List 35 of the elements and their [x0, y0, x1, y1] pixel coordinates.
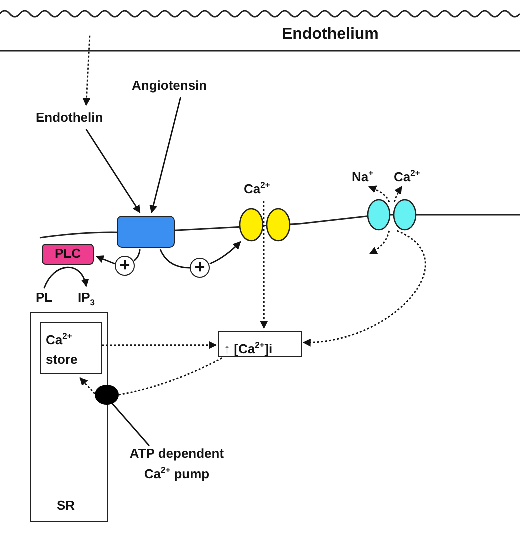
arrow [44, 266, 89, 289]
arrow [150, 97, 182, 214]
connector-line [118, 358, 223, 396]
dotted-arrow [368, 186, 390, 202]
concentration-box: ↑ [Ca$^{2+}$]i [218, 331, 302, 357]
enzyme-box: PLC [42, 244, 94, 265]
pump-dot [95, 385, 119, 405]
dotted-arrow [82, 36, 91, 106]
receptor-box [117, 216, 175, 248]
dotted-arrow [394, 186, 402, 202]
pump-label: ATP dependent Ca$^{2+}$ pump [122, 446, 232, 482]
molecule-label: PL [36, 290, 53, 305]
dotted-arrow [302, 230, 426, 346]
arrow [86, 129, 141, 214]
molecule-label: IP$_{3}$ [78, 290, 95, 308]
arrow [210, 241, 242, 265]
ion-label: Ca$^{2+}$ [244, 180, 270, 196]
ion-label: Ca$^{2+}$ [394, 168, 420, 184]
dotted-arrow [260, 201, 268, 330]
connector-line [134, 249, 141, 262]
plus-symbol: + [190, 258, 210, 278]
region-label: Endothelium [282, 26, 379, 44]
arrow [96, 256, 116, 265]
connector-line [160, 249, 190, 269]
molecule-label: Angiotensin [132, 78, 208, 93]
leader-line [111, 402, 150, 446]
organelle-box [30, 312, 108, 522]
ion-label: Na$^{+}$ [352, 168, 374, 184]
dotted-arrow [369, 230, 390, 255]
dotted-arrow [80, 378, 96, 394]
organelle-label: SR [57, 498, 76, 513]
plus-symbol: + [115, 256, 135, 276]
molecule-label: Endothelin [36, 110, 104, 125]
store-box: Ca$^{2+}$ store [40, 322, 102, 374]
dotted-arrow [102, 341, 218, 350]
